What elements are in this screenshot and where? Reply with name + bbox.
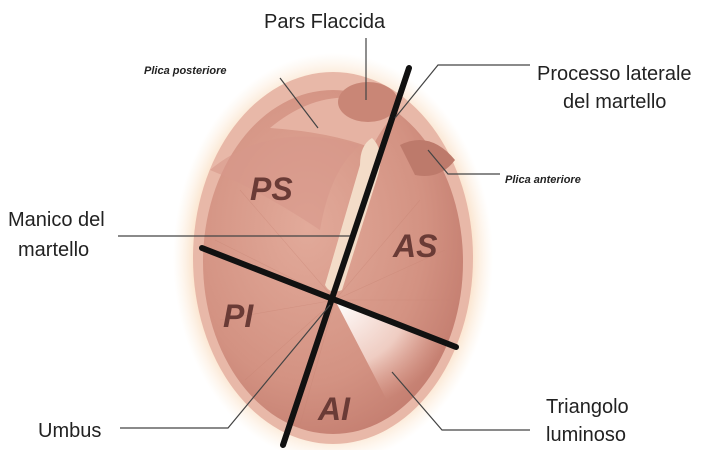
perpendicular-axis-line	[199, 245, 459, 350]
label-plica-posteriore: Plica posteriore	[144, 65, 227, 77]
posterior-fold-shade	[210, 136, 360, 230]
label-triangolo-1: Triangolo	[546, 396, 629, 418]
leader-umbus	[120, 304, 331, 429]
label-triangolo-2: luminoso	[546, 424, 626, 446]
anterior-fold-pocket	[400, 140, 455, 176]
pars-flaccida-pocket	[338, 82, 398, 122]
leader-plica-posteriore	[279, 77, 319, 129]
leader-triangolo	[391, 371, 530, 431]
label-umbus: Umbus	[38, 420, 101, 442]
leader-plica-anteriore	[427, 149, 500, 175]
cone-of-light	[336, 302, 455, 410]
quadrant-as: AS	[392, 228, 438, 264]
label-manico-2: martello	[18, 239, 89, 261]
quadrant-ps: PS	[250, 171, 293, 207]
quadrant-ai: AI	[317, 391, 351, 427]
label-processo-laterale-1: Processo laterale	[537, 63, 692, 85]
malleus-handle	[325, 138, 381, 292]
leader-processo-laterale	[394, 64, 530, 119]
label-pars-flaccida: Pars Flaccida	[264, 11, 386, 33]
label-plica-anteriore: Plica anteriore	[505, 174, 581, 186]
quadrant-pi: PI	[223, 298, 254, 334]
label-manico-1: Manico del	[8, 209, 105, 231]
malleus-axis-line	[280, 65, 412, 448]
label-processo-laterale-2: del martello	[563, 91, 666, 113]
radial-fibres	[214, 189, 455, 426]
